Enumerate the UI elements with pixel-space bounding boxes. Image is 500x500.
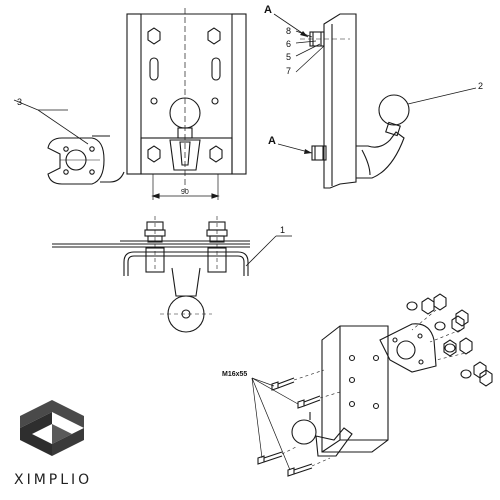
isometric-assembly bbox=[257, 293, 493, 477]
hex-bolt-head bbox=[147, 27, 161, 45]
nut bbox=[473, 361, 487, 379]
nut bbox=[443, 339, 457, 357]
callout-leaders-stack bbox=[295, 30, 325, 73]
socket-plate bbox=[47, 137, 105, 185]
view-label-a-top: A bbox=[264, 4, 272, 16]
nut bbox=[421, 297, 435, 315]
side-mounting-plate bbox=[323, 13, 357, 189]
hex-bolt-head bbox=[147, 145, 161, 163]
callout-label-3: 3 bbox=[17, 97, 22, 107]
nut bbox=[451, 315, 465, 333]
iso-socket-plate bbox=[379, 323, 437, 373]
tow-neck bbox=[356, 131, 405, 179]
callout-label-1: 1 bbox=[280, 225, 285, 235]
nut bbox=[433, 293, 447, 311]
nut bbox=[459, 337, 473, 355]
bolt bbox=[287, 463, 313, 477]
washer bbox=[434, 321, 446, 331]
mounting-slot bbox=[149, 57, 159, 81]
mounting-slot bbox=[211, 57, 221, 81]
hex-bolt-head bbox=[209, 145, 223, 163]
callout-label-7: 7 bbox=[286, 66, 291, 76]
callout-3 bbox=[13, 99, 89, 145]
top-view bbox=[52, 216, 250, 333]
hex-bolt-head bbox=[207, 27, 221, 45]
bolt-spec-leaders bbox=[251, 377, 299, 471]
callout-label-6: 6 bbox=[286, 39, 291, 49]
view-label-a-bottom: A bbox=[268, 135, 276, 147]
right-side-plate bbox=[231, 13, 247, 175]
brand-name: XIMPLIO bbox=[14, 472, 93, 488]
washer bbox=[406, 301, 418, 311]
iso-tow-ball bbox=[291, 419, 317, 445]
bolt bbox=[271, 377, 295, 391]
bolt-spec-label: M16x55 bbox=[222, 371, 247, 378]
width-dimension: 90 bbox=[181, 189, 189, 196]
callout-label-2: 2 bbox=[478, 81, 483, 91]
front-view bbox=[92, 8, 247, 200]
callout-label-8: 8 bbox=[286, 26, 291, 36]
left-side-plate bbox=[126, 13, 142, 175]
iso-bracket bbox=[321, 325, 389, 453]
brand-logo bbox=[20, 400, 84, 456]
nut bbox=[455, 309, 469, 327]
side-tow-ball bbox=[378, 94, 410, 126]
bolt bbox=[297, 395, 321, 409]
nut bbox=[479, 369, 493, 387]
washer bbox=[460, 369, 472, 379]
washer bbox=[444, 343, 456, 353]
callout-label-5: 5 bbox=[286, 52, 291, 62]
side-view bbox=[300, 13, 410, 189]
ball-neck bbox=[169, 139, 201, 171]
